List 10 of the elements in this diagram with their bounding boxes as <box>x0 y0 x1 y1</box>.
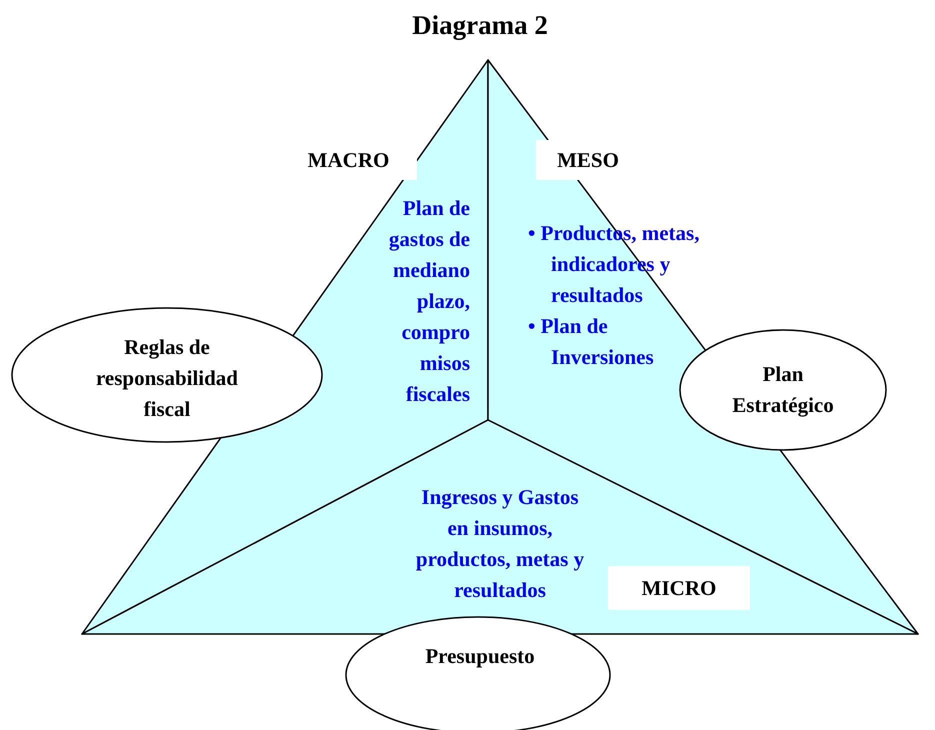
ellipse-label: Presupuesto <box>424 642 536 670</box>
section-text: Plan de gastos de mediano plazo, compro misos fiscales <box>388 195 470 408</box>
ellipse-label: Plan Estratégico <box>731 361 835 419</box>
level-label: MICRO <box>608 566 750 610</box>
ellipse-node <box>679 329 887 451</box>
ellipse-label: Reglas de responsabilidad fiscal <box>94 334 239 422</box>
diagram-title: Diagrama 2 <box>411 10 549 41</box>
ellipse-node <box>11 307 323 443</box>
bullet-item: • Plan de Inversiones <box>528 313 655 371</box>
section-text: Ingresos y Gastos en insumos, productos, metas y resultados <box>414 484 586 604</box>
